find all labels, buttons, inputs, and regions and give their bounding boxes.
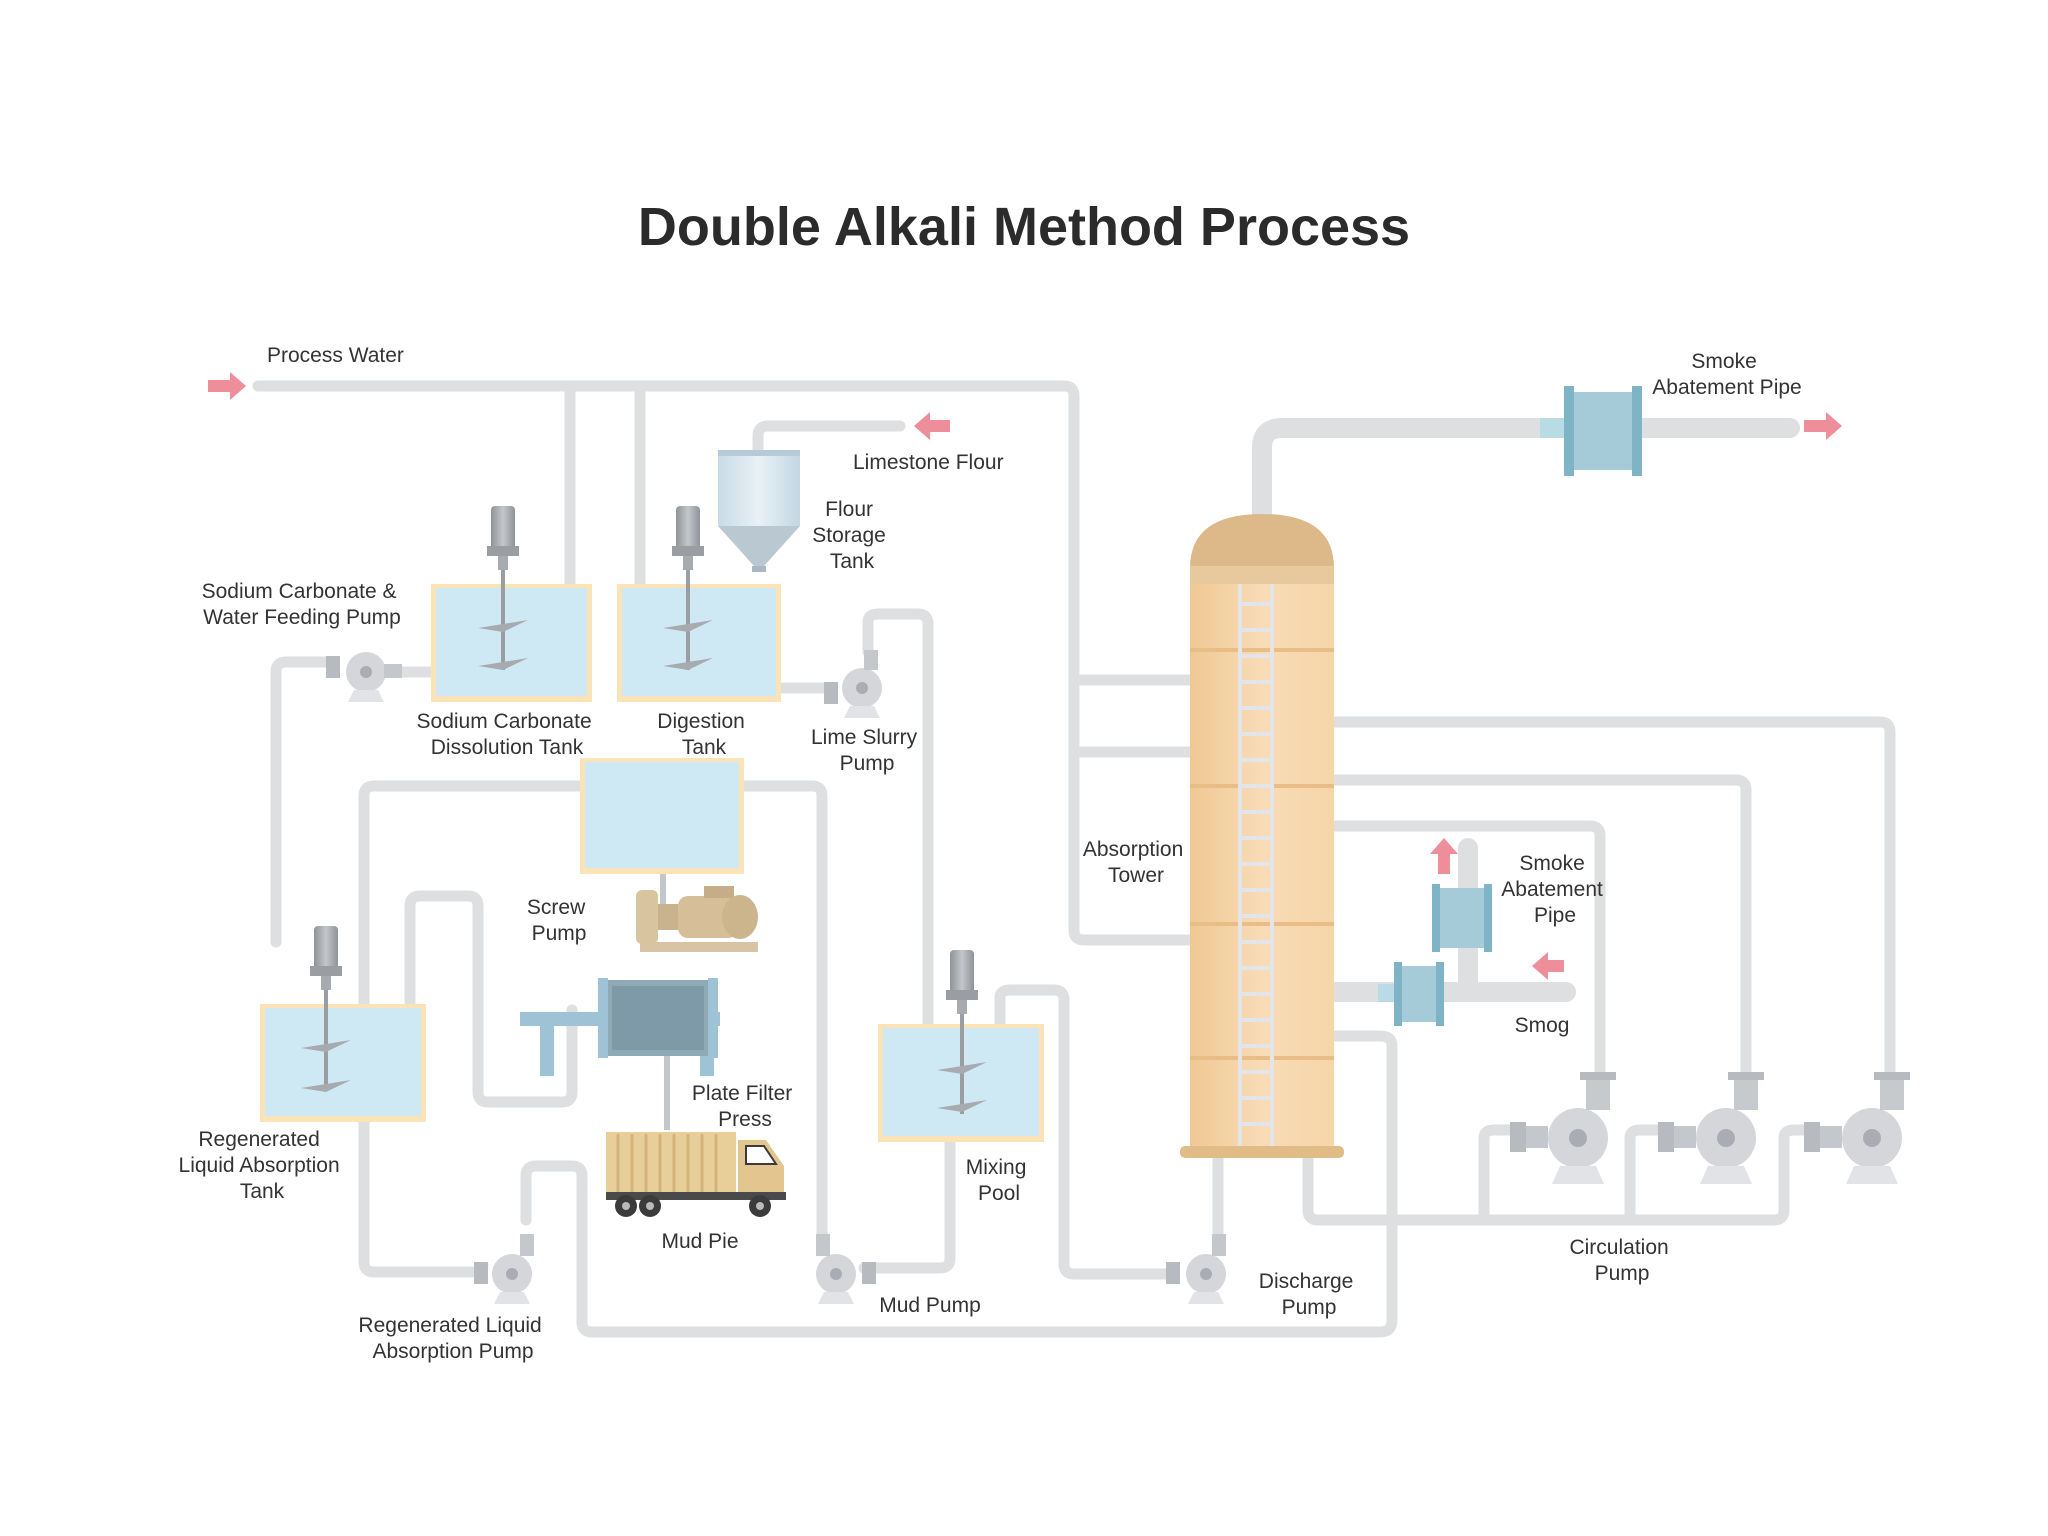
mud-pie-truck xyxy=(606,1132,786,1217)
label-discharge-pump: Discharge Pump xyxy=(1259,1270,1359,1319)
label-mud-pump: Mud Pump xyxy=(879,1294,981,1317)
circulation-pump-3 xyxy=(1804,1072,1910,1184)
mixer-motor-icon xyxy=(950,950,974,994)
discharge-pump xyxy=(1166,1234,1226,1304)
arrow-left-icon xyxy=(914,412,950,440)
label-lime-slurry-pump: Lime Slurry Pump xyxy=(811,726,923,775)
label-smog: Smog xyxy=(1515,1014,1570,1037)
plate-filter-press xyxy=(520,978,720,1130)
label-screw-pump: Screw Pump xyxy=(527,896,591,945)
page-title: Double Alkali Method Process xyxy=(638,197,1410,257)
label-plate-filter-press: Plate Filter Press xyxy=(692,1082,798,1131)
arrow-right-icon xyxy=(1804,412,1842,440)
flow-arrows xyxy=(208,372,1842,980)
label-absorption-tower: Absorption Tower xyxy=(1083,838,1189,887)
mixing-pool xyxy=(878,950,1044,1142)
label-regenerated-tank: Regenerated Liquid Absorption Tank xyxy=(179,1128,346,1203)
circulation-pump-2 xyxy=(1658,1072,1764,1184)
label-process-water: Process Water xyxy=(267,344,404,367)
mixer-motor-icon xyxy=(491,506,515,550)
mixer-motor-icon xyxy=(314,926,338,970)
smoke-abatement-pipe-mid xyxy=(1432,884,1492,952)
label-limestone-flour: Limestone Flour xyxy=(853,451,1004,474)
smog-inlet-pipe xyxy=(1378,962,1444,1026)
label-circulation-pump: Circulation Pump xyxy=(1569,1236,1674,1285)
regenerated-liquid-absorption-tank xyxy=(260,926,426,1122)
settling-tank xyxy=(580,758,744,904)
regenerated-liquid-absorption-pump xyxy=(474,1234,534,1304)
flour-storage-hopper xyxy=(718,450,800,572)
arrow-right-icon xyxy=(208,372,246,400)
tower-ladder xyxy=(1238,584,1274,1146)
label-mixing-pool: Mixing Pool xyxy=(966,1156,1033,1205)
labels: Process Water Limestone Flour Flour Stor… xyxy=(179,344,1802,1363)
smoke-abatement-pipe-top xyxy=(1540,386,1642,476)
sodium-carbonate-feeding-pump xyxy=(326,652,402,702)
label-sodium-carbonate-pump: Sodium Carbonate & Water Feeding Pump xyxy=(202,580,403,629)
screw-pump xyxy=(636,886,758,952)
label-flour-storage-tank: Flour Storage Tank xyxy=(812,498,891,573)
arrow-up-icon xyxy=(1430,838,1458,874)
label-mud-pie: Mud Pie xyxy=(661,1230,738,1253)
label-regenerated-pump: Regenerated Liquid Absorption Pump xyxy=(358,1314,547,1363)
label-smoke-abatement-pipe-mid: Smoke Abatement Pipe xyxy=(1501,852,1608,927)
lime-slurry-pump xyxy=(824,650,882,718)
label-digestion-tank: Digestion Tank xyxy=(657,710,750,759)
arrow-left-icon xyxy=(1532,952,1564,980)
mixer-motor-icon xyxy=(676,506,700,550)
mud-pump xyxy=(816,1234,876,1304)
absorption-tower xyxy=(1180,514,1344,1158)
circulation-pump-1 xyxy=(1510,1072,1616,1184)
digestion-tank xyxy=(617,506,781,702)
pipe-network xyxy=(252,380,1896,1338)
label-smoke-abatement-pipe-top: Smoke Abatement Pipe xyxy=(1652,350,1801,399)
label-sodium-carbonate-tank: Sodium Carbonate Dissolution Tank xyxy=(417,710,598,759)
sodium-carbonate-dissolution-tank xyxy=(431,506,592,702)
